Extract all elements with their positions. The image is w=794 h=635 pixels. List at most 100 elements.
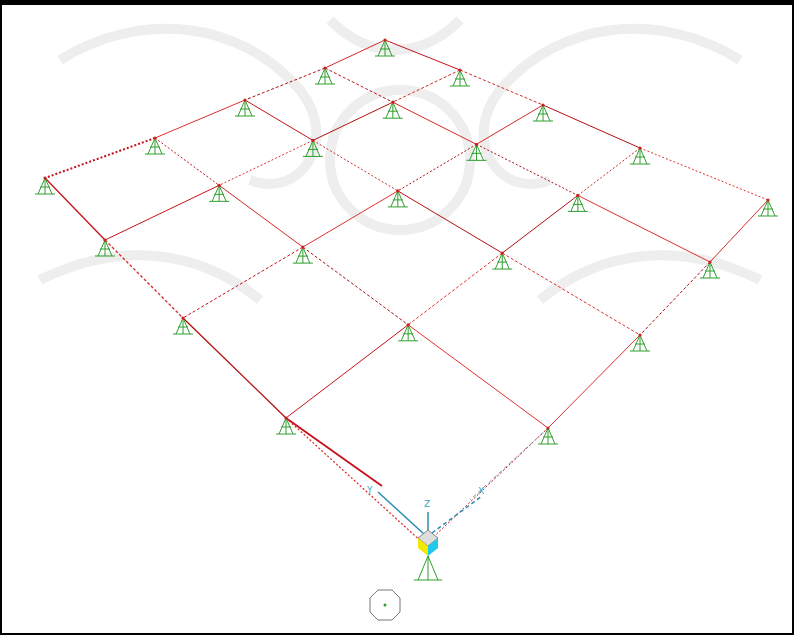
support-symbol	[758, 198, 778, 216]
joint-dot	[458, 68, 461, 71]
beam-line	[408, 253, 502, 325]
support-legs	[568, 195, 588, 211]
joint-dot	[383, 38, 386, 41]
joint-dot	[301, 245, 304, 248]
support-legs	[276, 418, 296, 434]
joint-dot	[546, 426, 549, 429]
joint-dot	[284, 416, 287, 419]
support-symbol	[35, 176, 55, 194]
origin-support	[414, 556, 442, 580]
support-symbol	[315, 66, 335, 84]
axis-triad	[370, 492, 482, 620]
joint-dot	[391, 101, 394, 104]
beam-line	[313, 102, 393, 140]
beam-line	[245, 68, 325, 100]
support-symbol	[388, 189, 408, 207]
support-symbol	[630, 333, 650, 351]
support-legs	[173, 318, 193, 334]
support-symbol	[276, 416, 296, 434]
frame-top-bar	[0, 0, 794, 5]
beam-line	[408, 325, 548, 428]
watermark-curve	[484, 29, 740, 184]
watermark-curve	[60, 29, 316, 184]
watermark-circle	[330, 90, 470, 230]
beam-line	[303, 247, 408, 325]
support-symbol	[293, 245, 313, 263]
beam-line	[325, 68, 393, 102]
support-symbol	[303, 139, 323, 157]
support-legs	[383, 102, 403, 118]
joint-dot	[153, 136, 156, 139]
beam-line	[393, 70, 460, 102]
support-legs	[398, 325, 418, 341]
beam-line	[105, 240, 183, 318]
beam-line	[385, 40, 460, 70]
beam-line	[303, 191, 398, 247]
support-legs	[303, 140, 323, 156]
beam-line	[578, 148, 640, 195]
support-symbol	[450, 68, 470, 86]
axis-label: Z	[424, 500, 430, 509]
support-symbol	[568, 194, 588, 212]
joint-dot	[576, 194, 579, 197]
z-axis-arrow	[427, 512, 429, 530]
joint-dot	[766, 198, 769, 201]
support-symbol	[235, 98, 255, 116]
joint-dot	[311, 139, 314, 142]
support-legs	[630, 148, 650, 164]
support-legs	[293, 247, 313, 263]
beam-line	[398, 191, 502, 253]
support-symbol	[467, 143, 487, 161]
beam-line	[105, 185, 219, 240]
beam-line	[245, 100, 313, 140]
support-legs	[235, 100, 255, 116]
beam-line	[578, 195, 710, 262]
view-octagon	[370, 590, 400, 620]
view-dot	[384, 604, 387, 607]
beam-line	[286, 418, 425, 545]
support-legs	[375, 40, 395, 56]
beam-line	[710, 200, 768, 262]
beam-line	[219, 185, 303, 247]
axis-label: Y	[367, 486, 373, 495]
support-symbol	[383, 101, 403, 119]
joint-dot	[541, 103, 544, 106]
beam-line	[219, 140, 313, 185]
beam-line	[286, 325, 408, 418]
support-symbol	[700, 260, 720, 278]
beam-line	[425, 428, 548, 545]
joint-dot	[43, 176, 46, 179]
beam-line	[45, 178, 105, 240]
beam-grid	[45, 40, 768, 545]
support-symbol	[414, 556, 442, 580]
beam-line	[640, 148, 768, 200]
beam-line	[398, 144, 477, 191]
joint-dot	[218, 184, 221, 187]
x-axis-arrow	[432, 496, 482, 533]
support-legs	[492, 253, 512, 269]
support-symbol	[95, 238, 115, 256]
support-symbol	[538, 426, 558, 444]
beam-line	[640, 262, 710, 335]
support-legs	[467, 144, 487, 160]
beam-line	[313, 140, 398, 190]
beam-line	[477, 144, 578, 195]
joint-dot	[396, 189, 399, 192]
support-legs	[315, 68, 335, 84]
joint-dot	[323, 66, 326, 69]
support-symbol	[398, 323, 418, 341]
support-symbol	[492, 251, 512, 269]
support-legs	[145, 138, 165, 154]
joint-dot	[708, 260, 711, 263]
support-legs	[700, 262, 720, 278]
watermark-curve	[540, 255, 760, 300]
beam-line	[286, 418, 382, 486]
joint-dot	[407, 323, 410, 326]
support-legs	[35, 178, 55, 194]
joint-dot	[243, 98, 246, 101]
beam-line	[502, 253, 640, 335]
joint-dot	[475, 143, 478, 146]
support-symbol	[209, 184, 229, 202]
